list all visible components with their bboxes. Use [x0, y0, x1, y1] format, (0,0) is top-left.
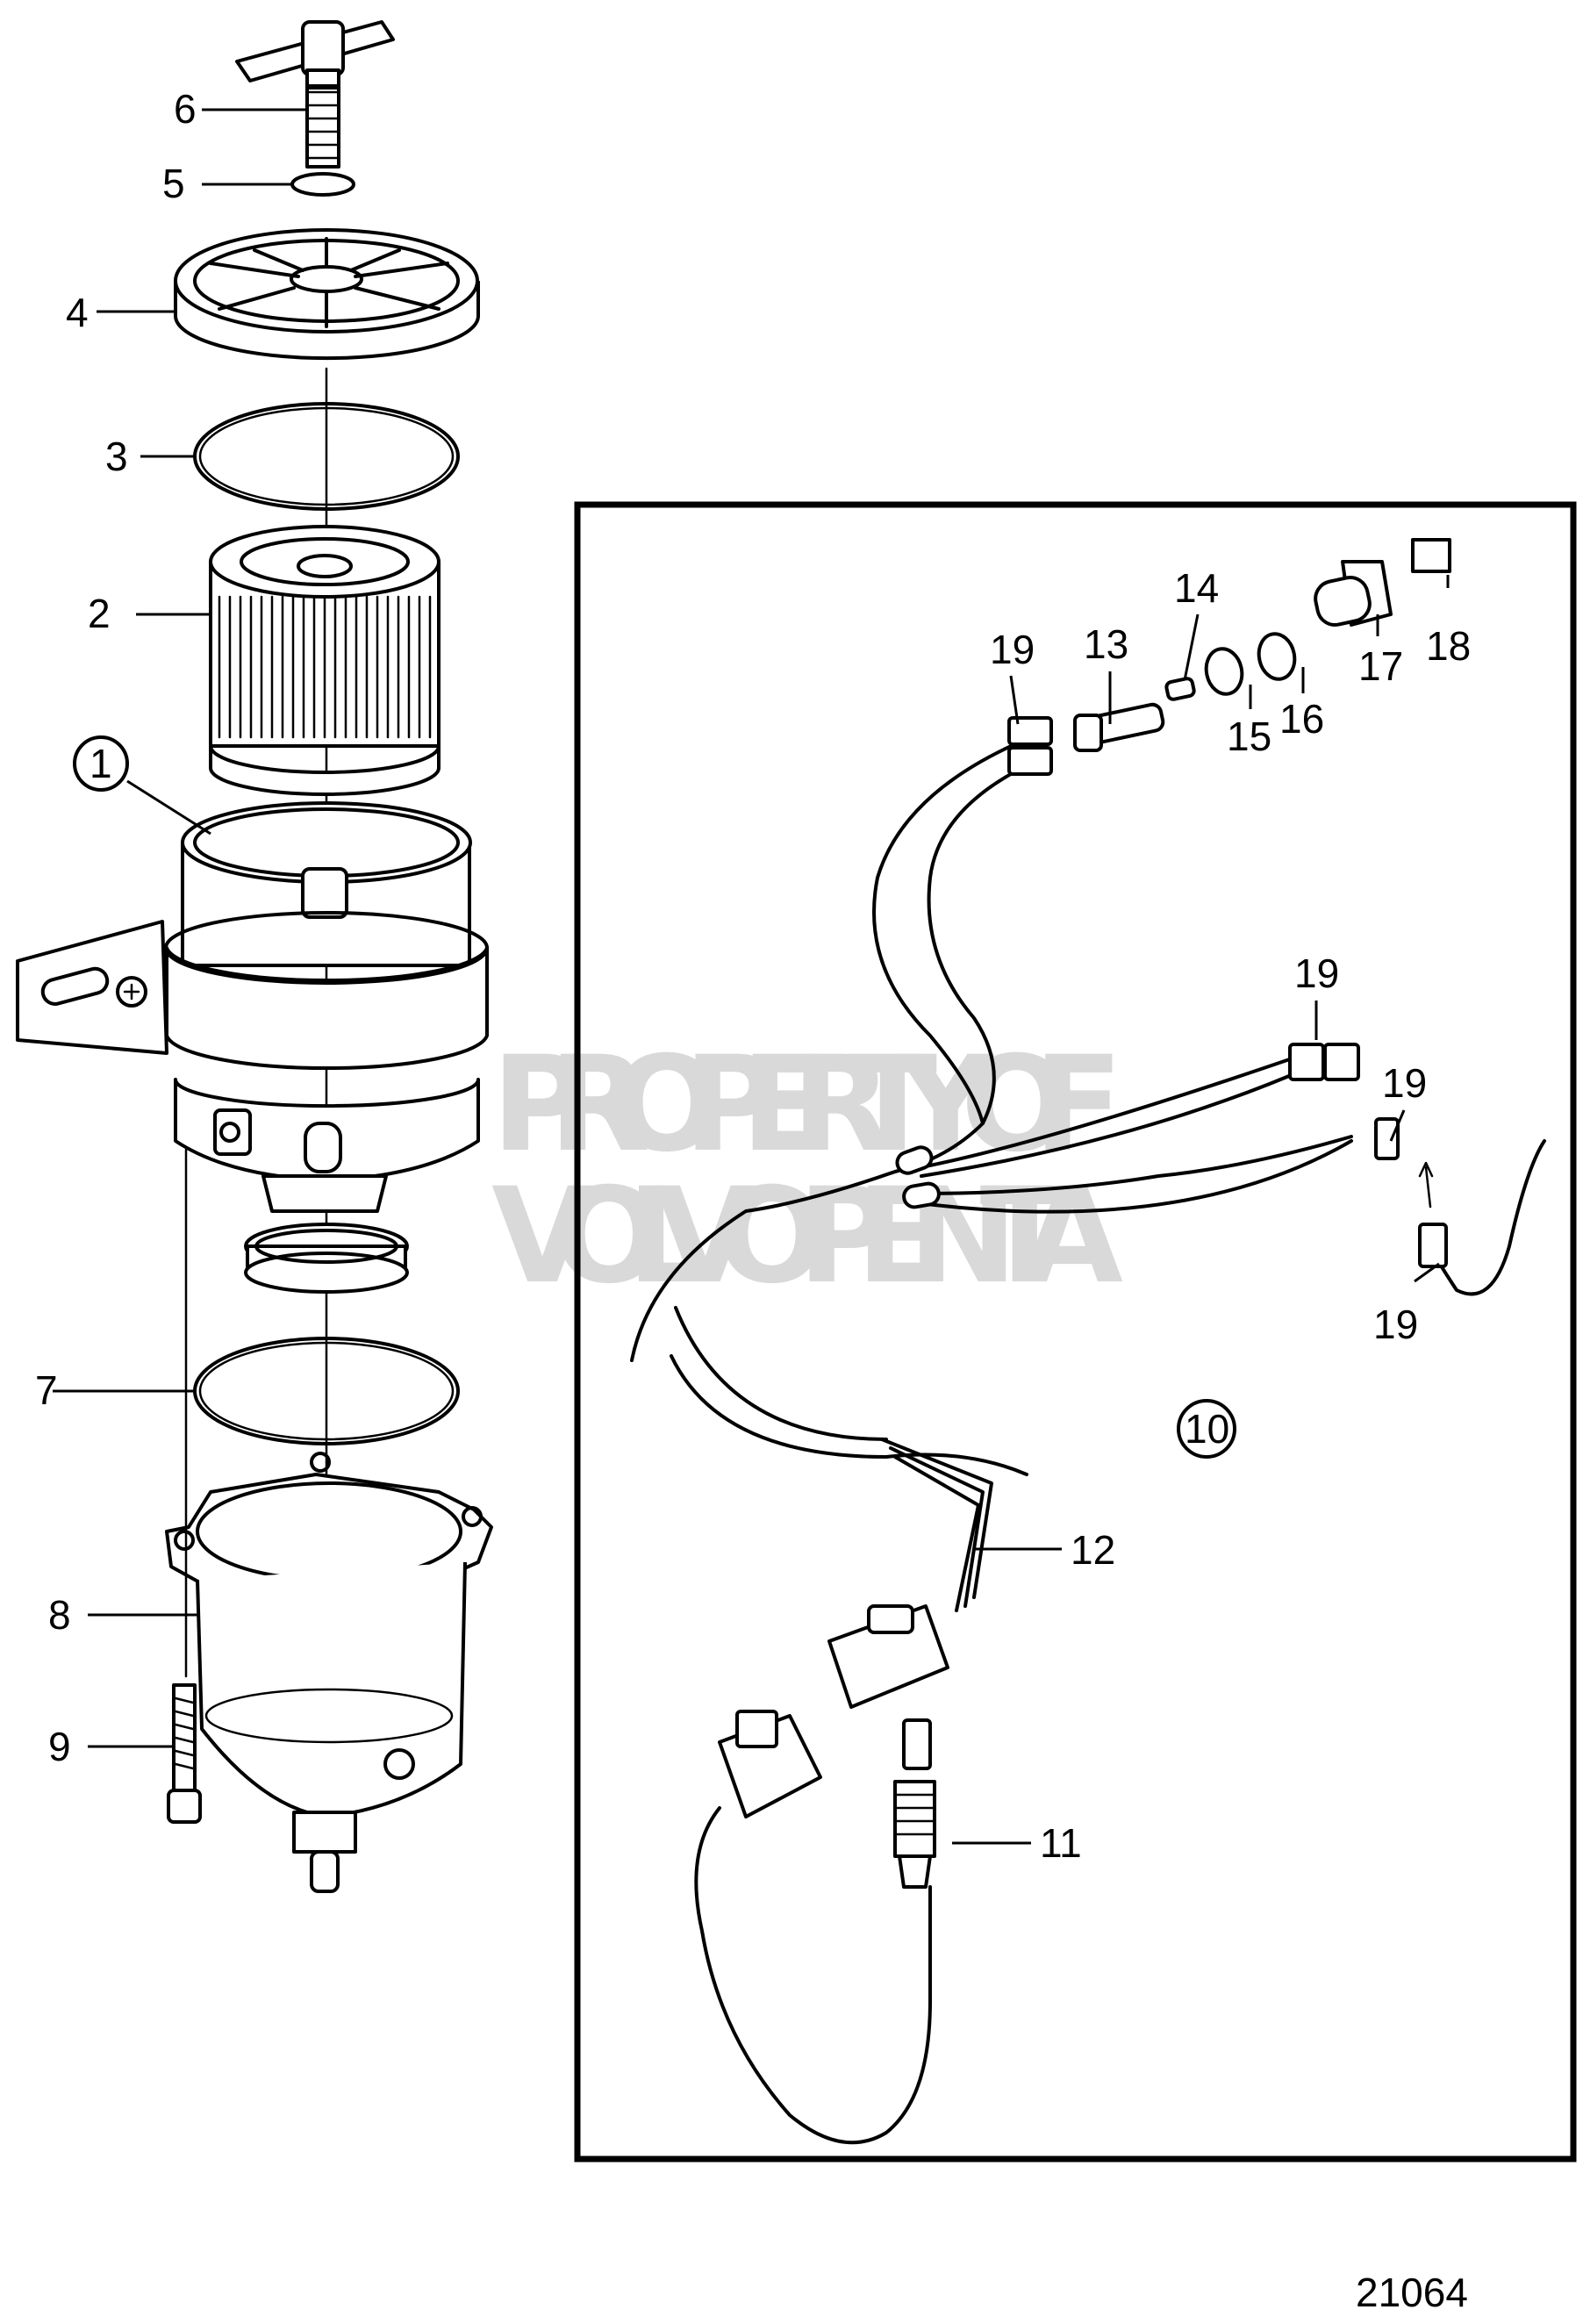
filter-cover: [174, 228, 480, 361]
callout-11: 11: [1040, 1820, 1082, 1866]
sensor-kit-frame: [574, 501, 1577, 2163]
callout-5: 5: [162, 161, 185, 206]
drawing-number: 21064: [1356, 2270, 1468, 2315]
callout-15: 15: [1227, 714, 1271, 759]
callout-19-right: 19: [1294, 950, 1339, 996]
callout-4: 4: [66, 290, 89, 335]
filter-housing: [16, 801, 489, 1294]
sensor-body-assembly: [1073, 538, 1451, 752]
callout-7: 7: [35, 1367, 58, 1413]
callout-13: 13: [1084, 621, 1128, 667]
watermark-line-2: VOLVO PENTA: [491, 1160, 1123, 1313]
large-o-ring-bottom-inner: [198, 1341, 455, 1441]
large-o-ring-top-inner: [198, 406, 455, 506]
callout-2: 2: [88, 591, 111, 636]
wiring-harness: [630, 716, 1546, 1612]
watermark-line-1: PROPERTY OF: [491, 1029, 1123, 1181]
sensor-connector-and-probe: [694, 1604, 949, 2145]
callout-19-bottom: 19: [1373, 1302, 1418, 1347]
small-o-ring: [290, 172, 355, 197]
t-handle-vent-screw: [235, 20, 395, 169]
leader-lines: [53, 108, 1450, 1845]
callout-17: 17: [1358, 643, 1403, 689]
callout-6: 6: [174, 86, 197, 132]
callout-18: 18: [1426, 623, 1471, 669]
callout-16: 16: [1279, 696, 1324, 742]
water-separator-bowl: [165, 1452, 493, 1893]
callout-3: 3: [105, 434, 128, 479]
callout-12: 12: [1071, 1527, 1115, 1573]
mounting-bolt: [167, 1148, 202, 1824]
callout-circle-10: [1177, 1399, 1236, 1459]
callout-circle-1: [73, 735, 129, 792]
callout-19-top: 19: [990, 627, 1035, 672]
callout-14: 14: [1174, 565, 1219, 611]
watermark: PROPERTY OF VOLVO PENTA: [491, 1029, 1123, 1313]
callout-1: 1: [90, 741, 112, 786]
callout-labels: 1 2 3 4 5 6 7 8 9 10 11 12 13 14 15 16 1…: [35, 86, 1471, 2315]
callout-9: 9: [48, 1724, 71, 1769]
callout-19-far-right: 19: [1382, 1060, 1427, 1106]
callout-10: 10: [1185, 1406, 1229, 1452]
callout-8: 8: [48, 1592, 71, 1638]
filter-element: [209, 525, 441, 796]
